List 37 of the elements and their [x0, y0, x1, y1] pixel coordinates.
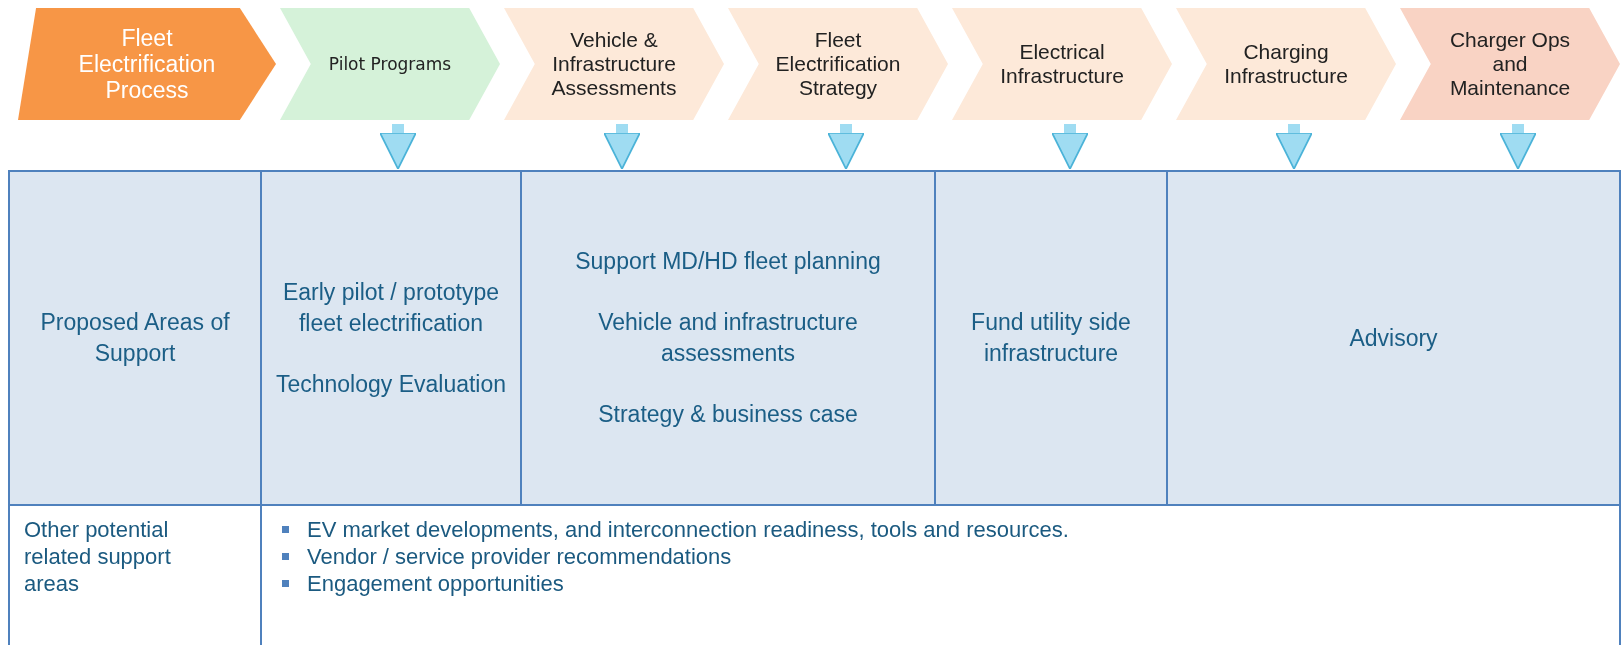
step-label: Electrical Infrastructure	[999, 40, 1125, 88]
table-cell	[934, 170, 1168, 506]
step-label: Pilot Programs	[327, 53, 453, 76]
cell-text: Vehicle and infrastructure assessments	[597, 308, 859, 368]
step-banner	[952, 8, 1172, 120]
bullet-text: Engagement opportunities	[307, 570, 564, 597]
table-cell	[520, 170, 936, 506]
step-label: Vehicle & Infrastructure Assessments	[550, 28, 678, 100]
table-cell	[1166, 170, 1621, 506]
step-banner	[1400, 8, 1620, 120]
down-arrow	[827, 124, 865, 170]
cell-text: Support MD/HD fleet planning	[575, 247, 881, 276]
down-arrow	[379, 124, 417, 170]
down-arrow	[1275, 124, 1313, 170]
step-banner	[728, 8, 948, 120]
table-cell	[8, 170, 262, 506]
table-cell	[260, 170, 522, 506]
down-arrow	[1499, 124, 1537, 170]
bullet-text: Vendor / service provider recommendations	[307, 543, 732, 570]
bullet-text: EV market developments, and interconnection readiness, tools and resources.	[307, 516, 1069, 543]
step-label: Fleet Electrification Process	[77, 25, 217, 103]
step-label: Charger Ops and Maintenance	[1448, 28, 1572, 100]
step-label: Charging Infrastructure	[1223, 40, 1349, 88]
cell-text: Advisory	[1349, 323, 1438, 353]
cell-text: Early pilot / prototype fleet electrification	[281, 277, 501, 338]
cell-text: Technology Evaluation	[275, 369, 507, 399]
down-arrow	[603, 124, 641, 170]
step-banner	[280, 8, 500, 120]
down-arrow	[1051, 124, 1089, 170]
step-banner	[1176, 8, 1396, 120]
row-header: Other potential related support areas	[24, 516, 172, 597]
step-banner	[504, 8, 724, 120]
step-label: Fleet Electrification Strategy	[774, 28, 902, 100]
row-header: Proposed Areas of Support	[39, 308, 231, 368]
cell-text: Strategy & business case	[598, 400, 858, 429]
step-banner	[18, 8, 276, 120]
cell-text: Fund utility side infrastructure	[970, 308, 1132, 368]
